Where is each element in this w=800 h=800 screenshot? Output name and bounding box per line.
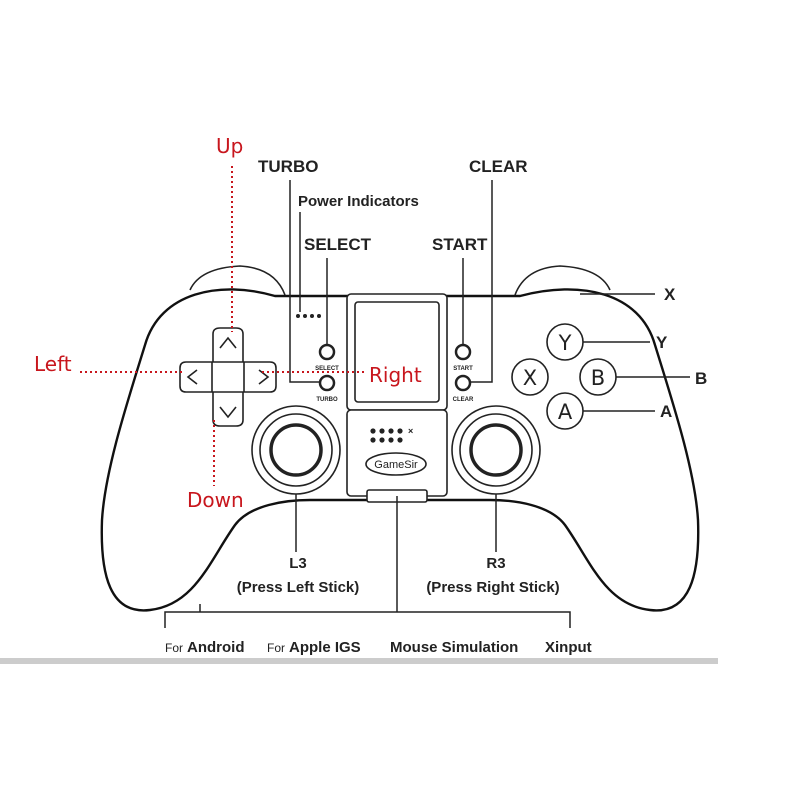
start-button[interactable]: START <box>453 343 473 372</box>
label-left: Left <box>34 352 72 376</box>
brand-logo: GameSir <box>365 452 427 476</box>
label-l3-desc: (Press Left Stick) <box>237 579 360 596</box>
right-bumper <box>514 265 611 296</box>
home-x-mark: × <box>408 426 413 436</box>
label-down: Down <box>187 488 244 512</box>
label-b: B <box>695 369 707 388</box>
label-start: START <box>432 235 488 254</box>
face-button-x[interactable]: X <box>511 358 549 396</box>
label-l3: L3 <box>289 555 307 572</box>
svg-text:A: A <box>558 400 573 424</box>
svg-text:TURBO: TURBO <box>316 397 338 403</box>
label-power-indicators: Power Indicators <box>298 193 419 210</box>
bottom-divider <box>0 658 718 664</box>
right-stick[interactable] <box>451 405 541 495</box>
label-up: Up <box>216 134 243 158</box>
mode-xinput: Xinput <box>545 639 592 656</box>
label-x: X <box>664 285 676 304</box>
face-button-y[interactable]: Y <box>546 323 584 361</box>
svg-text:X: X <box>523 366 537 390</box>
label-r3-desc: (Press Right Stick) <box>426 579 559 596</box>
label-a: A <box>660 402 672 421</box>
face-button-a[interactable]: A <box>546 392 584 430</box>
label-turbo: TURBO <box>258 157 318 176</box>
power-indicator-leds <box>296 314 321 318</box>
svg-text:B: B <box>591 366 605 390</box>
left-bumper <box>189 265 286 296</box>
face-button-b[interactable]: B <box>579 358 617 396</box>
dpad-direction-leaders <box>80 166 365 486</box>
mode-indicator-dots <box>370 428 403 443</box>
clear-button[interactable]: CLEAR <box>453 374 474 403</box>
svg-text:GameSir: GameSir <box>374 459 418 471</box>
svg-text:START: START <box>453 366 473 372</box>
label-select: SELECT <box>304 235 372 254</box>
label-right: Right <box>369 363 422 387</box>
svg-text:CLEAR: CLEAR <box>453 397 474 403</box>
leader-lines <box>164 180 690 628</box>
svg-text:SELECT: SELECT <box>315 366 339 372</box>
svg-text:Y: Y <box>558 331 572 355</box>
turbo-button[interactable]: TURBO <box>316 374 338 403</box>
left-stick[interactable] <box>251 405 341 495</box>
dpad[interactable] <box>179 327 277 427</box>
select-button[interactable]: SELECT <box>315 343 339 372</box>
phone-clamp-inner <box>354 301 440 403</box>
label-r3: R3 <box>486 555 505 572</box>
label-y: Y <box>656 333 668 352</box>
mode-mouse: Mouse Simulation <box>390 639 518 656</box>
label-clear: CLEAR <box>469 157 528 176</box>
